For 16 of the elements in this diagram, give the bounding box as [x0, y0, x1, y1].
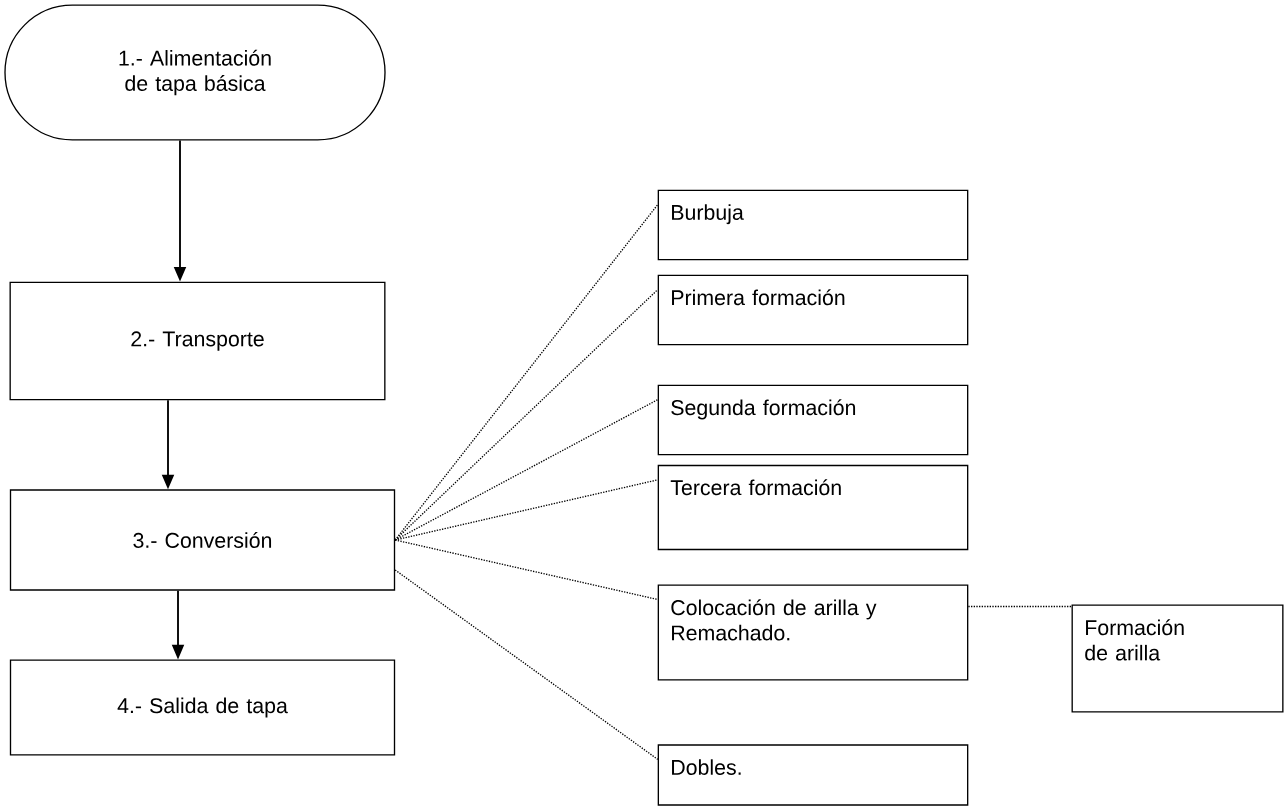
connector-line [967, 605, 1073, 608]
connector-line [394, 569, 659, 760]
connector-line [394, 289, 659, 541]
process-box: 3.- Conversión [9, 489, 396, 591]
process-box: Burbuja [657, 189, 969, 261]
connector-line [394, 204, 659, 541]
process-box: Colocación de arilla y Remachado. [657, 584, 969, 681]
process-box: Segunda formación [657, 384, 969, 456]
process-box: Primera formación [657, 274, 969, 346]
connector-line [394, 539, 659, 601]
process-box: 2.- Transporte [9, 281, 386, 401]
process-box: 4.- Salida de tapa [9, 659, 396, 756]
process-box: Tercera formación [657, 464, 969, 551]
process-box: Formación de arilla [1071, 604, 1284, 713]
process-box: Dobles. [657, 744, 969, 806]
connector-line [394, 399, 659, 541]
